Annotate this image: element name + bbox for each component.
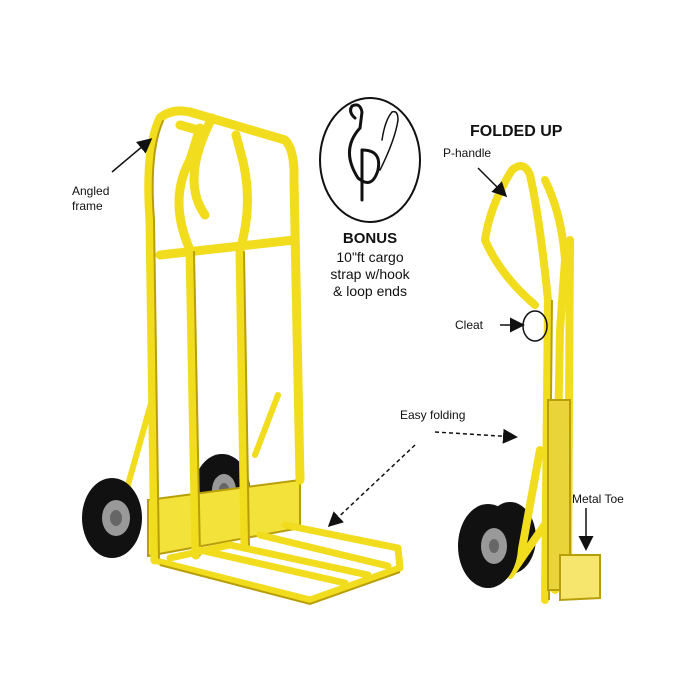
folded-up-title: FOLDED UP bbox=[470, 123, 563, 140]
folded-hand-truck bbox=[458, 162, 601, 604]
metal-toe bbox=[559, 554, 601, 602]
bonus-line-1: 10"ft cargo bbox=[336, 249, 404, 265]
cleat-marker bbox=[522, 310, 548, 342]
easy-folding-label: Easy folding bbox=[400, 408, 466, 422]
metal-toe-label: Metal Toe bbox=[572, 492, 624, 506]
bonus-line-3: & loop ends bbox=[333, 283, 407, 299]
angled-frame-arrow bbox=[111, 138, 153, 173]
front-wheel bbox=[82, 478, 142, 558]
upright-hand-truck bbox=[82, 106, 404, 606]
bonus-title: BONUS bbox=[342, 230, 398, 247]
strap-icon bbox=[348, 103, 399, 202]
p-handle-label: P-handle bbox=[443, 146, 492, 160]
angled-frame-label-line2: frame bbox=[72, 199, 103, 213]
foot-platform bbox=[156, 521, 404, 604]
bonus-strap-badge bbox=[319, 97, 421, 223]
easy-folding-arrow-left bbox=[327, 444, 416, 528]
bonus-description: 10"ft cargo strap w/hook & loop ends bbox=[300, 249, 440, 300]
easy-folding-arrow-right bbox=[434, 428, 518, 444]
bonus-line-2: strap w/hook bbox=[330, 266, 410, 282]
cleat-label: Cleat bbox=[455, 318, 484, 332]
p-handle-arrow bbox=[477, 167, 508, 198]
angled-frame-label-line1: Angled bbox=[72, 184, 110, 198]
